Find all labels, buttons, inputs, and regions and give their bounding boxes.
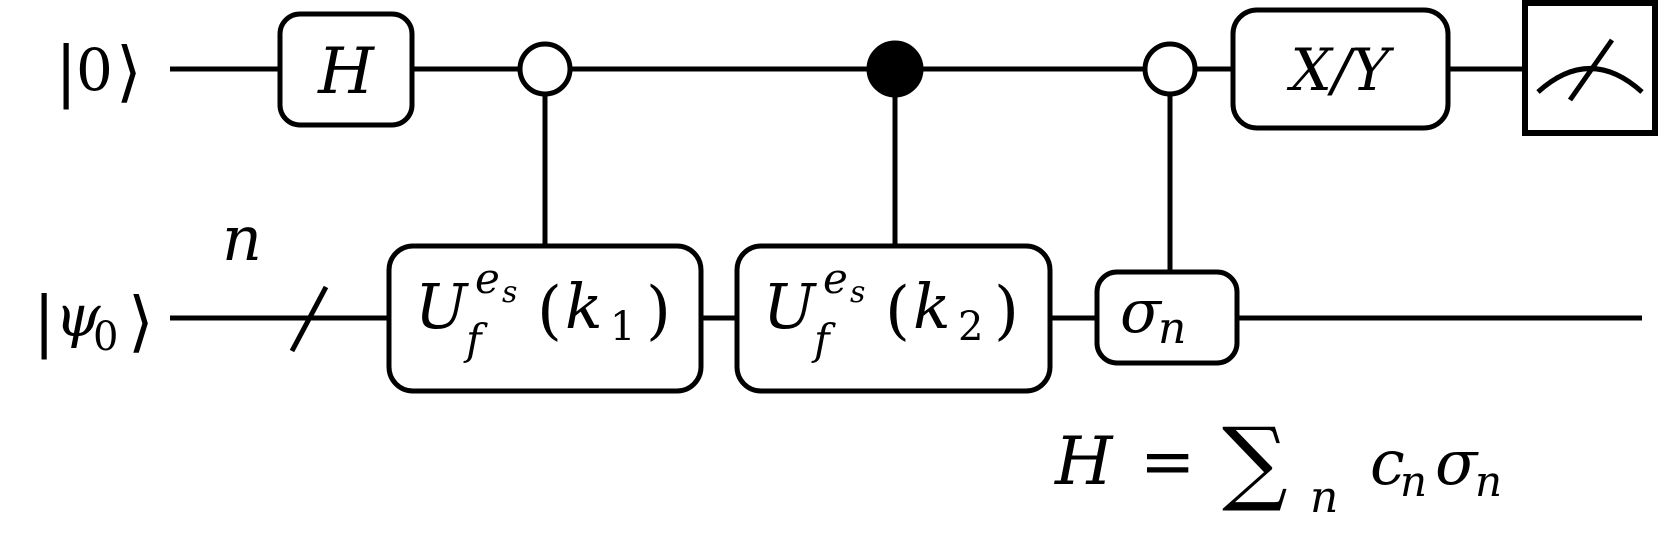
svg-text:σ: σ [1435,426,1479,499]
ket-1-symbol: ψ [55,282,101,350]
svg-text:n: n [1475,457,1502,506]
ket-label-0: | 0 ⟩ [55,33,142,110]
controlled-unitary-gate-2: U e s f ( k 2 ) [734,243,1053,394]
svg-text:⟩: ⟩ [116,33,142,110]
svg-text:n: n [1310,472,1338,523]
svg-text:|: | [55,33,77,110]
svg-text:H: H [1054,423,1114,500]
svg-text:): ) [994,274,1019,348]
svg-text:U: U [415,270,469,343]
basis-rotation-gate: X/Y [1230,7,1451,131]
svg-text:(: ( [537,274,562,348]
svg-text:k: k [913,270,951,343]
hadamard-label: H [317,35,375,109]
svg-text:1: 1 [610,304,635,350]
ket-0-symbol: 0 [76,36,113,104]
controlled-unitary-gate-1: U e s f ( k 1 ) [386,243,704,394]
svg-text:e: e [475,254,500,303]
open-control-2 [1142,41,1198,97]
svg-text:s: s [502,275,517,310]
svg-text:U: U [763,270,817,343]
svg-text:n: n [1400,457,1427,506]
hadamard-gate: H [277,11,415,128]
filled-control [866,40,924,98]
svg-text:k: k [565,270,603,343]
svg-text:2: 2 [958,304,983,350]
svg-text:∑: ∑ [1222,408,1288,515]
svg-text:e: e [823,254,848,303]
ket-1-subscript: 0 [93,314,118,360]
svg-text:X/Y: X/Y [1286,36,1394,104]
svg-text:σ: σ [1120,277,1163,347]
svg-text:n: n [1158,303,1186,354]
register-size-label: n [222,202,262,275]
hamiltonian-formula: H = ∑ n c n σ n [1054,408,1502,523]
pauli-sigma-gate: σ n [1094,269,1240,366]
svg-text:): ) [646,274,671,348]
control-lines [542,69,1173,272]
measurement-meter-icon [1522,0,1658,136]
svg-text:=: = [1140,423,1195,500]
open-control-1 [517,41,573,97]
svg-text:⟩: ⟩ [128,283,154,360]
ket-label-1: | ψ 0 ⟩ [33,282,154,360]
svg-text:(: ( [885,274,910,348]
svg-text:c: c [1370,426,1405,499]
svg-text:|: | [33,283,55,360]
register-slash: n [222,202,329,353]
svg-text:s: s [850,275,865,310]
